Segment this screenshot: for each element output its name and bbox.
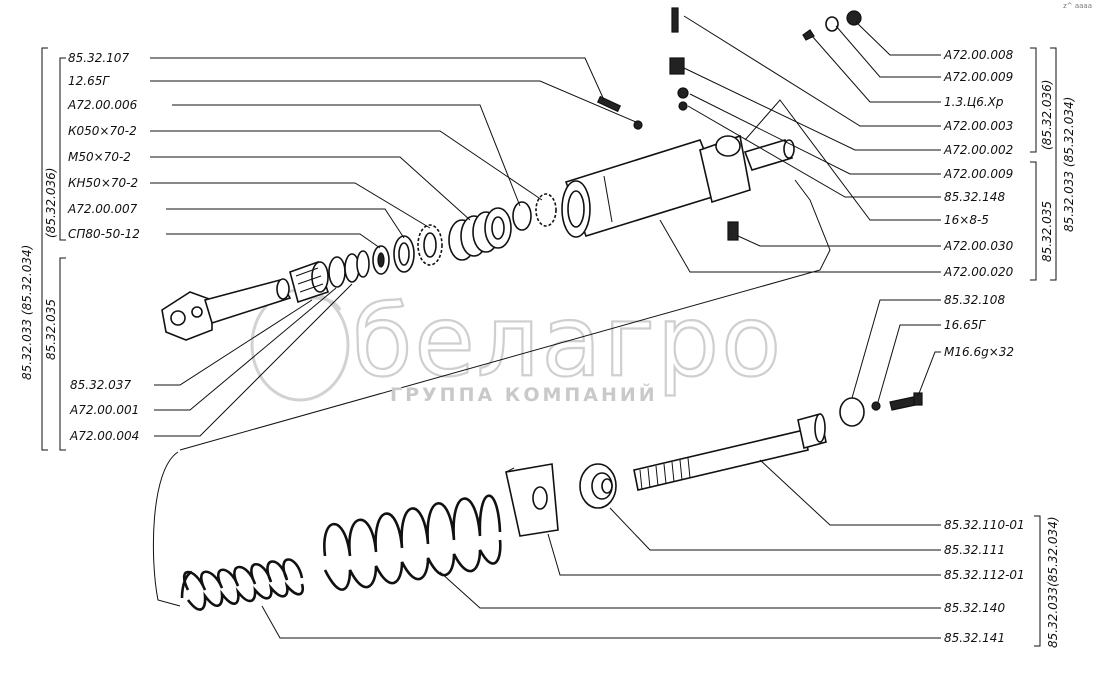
gland-nut-part (289, 260, 330, 304)
assembly-label: (85.32.036) (1040, 79, 1054, 150)
leader-lines (150, 15, 941, 639)
part-label: А72.00.008 (944, 48, 1014, 62)
watermark-brand: белагро (352, 285, 783, 399)
corner-mark: z^ aaaa (1063, 2, 1092, 10)
part-label: А72.00.009 (944, 70, 1014, 84)
part-label: 1.3.Ц6.Хр (944, 95, 1004, 109)
part-label: А72.00.009 (944, 167, 1014, 181)
part-label: М50×70-2 (68, 150, 131, 164)
part-label: 16.65Г (944, 318, 986, 332)
watermark-logo (250, 288, 350, 402)
part-label: 85.32.110-01 (944, 518, 1025, 532)
assembly-label: 85.32.033 (85.32.034) (20, 244, 34, 380)
assembly-label: 85.32.035 (1040, 200, 1054, 262)
bushing-85-32-111-part (579, 463, 617, 509)
assembly-label: 85.32.033(85.32.034) (1046, 516, 1060, 648)
washer-part (512, 201, 532, 231)
assembly-label: (85.32.036) (44, 167, 58, 238)
part-label: К050×70-2 (68, 124, 137, 138)
part-label: 85.32.111 (944, 543, 1006, 557)
part-label: А72.00.007 (68, 202, 138, 216)
assembly-brackets (41, 47, 1057, 647)
assembly-label: 85.32.033 (85.32.034) (1062, 96, 1076, 232)
bolt-m16-part (889, 392, 923, 411)
bolt-85-32-107-part (596, 95, 643, 130)
part-label: КН50×70-2 (68, 176, 139, 190)
small-spring-85-32-141-part (180, 558, 305, 611)
spring-seat-part (505, 463, 559, 537)
part-label: А72.00.004 (70, 429, 140, 443)
part-label: СП80-50-12 (68, 227, 140, 241)
part-label: 12.65Г (68, 74, 110, 88)
part-label: 85.32.141 (944, 631, 1006, 645)
bolt-85-32-110-part (633, 413, 827, 491)
part-label: А72.00.002 (944, 143, 1014, 157)
rod-clevis-part (161, 291, 213, 341)
part-label: 85.32.037 (70, 378, 132, 392)
part-label: 16×8-5 (944, 213, 989, 227)
piston-packing-part (448, 207, 512, 261)
spring-washer-part (871, 401, 881, 411)
cylinder-barrel-part (561, 134, 795, 238)
part-label: 85.32.112-01 (944, 568, 1025, 582)
part-label: 85.32.108 (944, 293, 1006, 307)
part-label: 85.32.140 (944, 601, 1006, 615)
part-label: 85.32.107 (68, 51, 130, 65)
watermark-subtitle: ГРУППА КОМПАНИЙ (390, 384, 658, 406)
grease-fitting-part (669, 7, 862, 241)
part-label: М16.6g×32 (944, 345, 1015, 359)
ring-a72-00-001-part (328, 256, 346, 288)
part-label: А72.00.003 (944, 119, 1014, 133)
part-label: А72.00.001 (70, 403, 140, 417)
part-label: А72.00.020 (944, 265, 1014, 279)
piston-rod-part (203, 279, 292, 325)
part-label: А72.00.030 (944, 239, 1014, 253)
washer-85-32-108-part (839, 397, 865, 427)
part-label: А72.00.006 (68, 98, 138, 112)
assembly-label: 85.32.035 (44, 298, 58, 360)
part-label: 85.32.148 (944, 190, 1006, 204)
large-spring-85-32-140-part (323, 494, 502, 591)
